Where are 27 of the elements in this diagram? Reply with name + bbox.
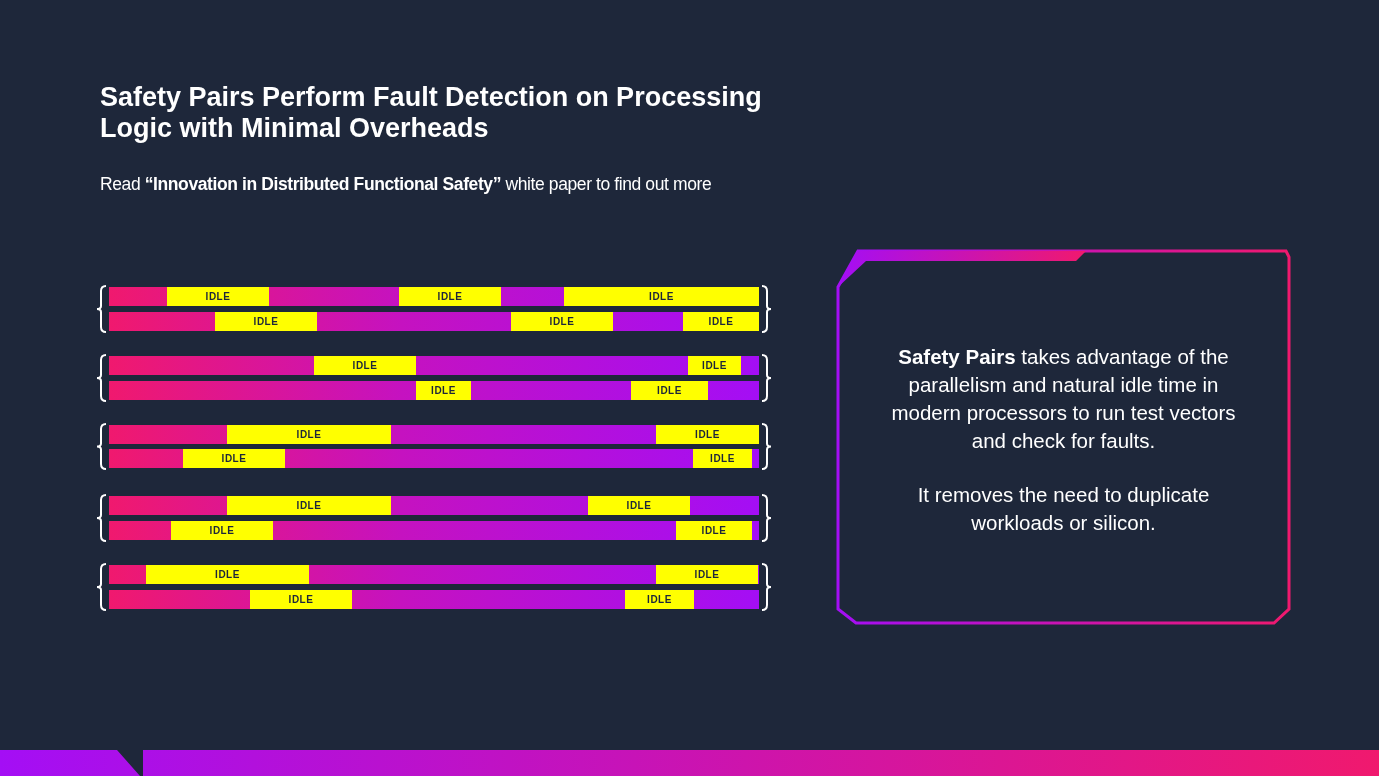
slide-title: Safety Pairs Perform Fault Detection on Processing Logic with Minimal Overheads bbox=[100, 82, 763, 144]
idle-segment: IDLE bbox=[227, 425, 391, 444]
idle-segment: IDLE bbox=[183, 449, 285, 468]
idle-segment: IDLE bbox=[693, 449, 752, 468]
idle-segment: IDLE bbox=[656, 565, 758, 584]
subtitle: Read “Innovation in Distributed Functional Safety” white paper to find out more bbox=[100, 174, 712, 195]
idle-segment: IDLE bbox=[314, 356, 416, 375]
idle-segment: IDLE bbox=[625, 590, 694, 609]
idle-segment: IDLE bbox=[399, 287, 501, 306]
idle-segment: IDLE bbox=[588, 496, 690, 515]
idle-segment: IDLE bbox=[250, 590, 352, 609]
panel-text: Safety Pairs takes advantage of the parallelism and natural idle time in modern processors to run test vectors and check for faults. bbox=[890, 344, 1237, 454]
idle-segment: IDLE bbox=[171, 521, 273, 540]
idle-segment: IDLE bbox=[511, 312, 613, 331]
idle-segment: IDLE bbox=[676, 521, 752, 540]
idle-segment: IDLE bbox=[146, 565, 309, 584]
text-panel bbox=[836, 249, 1291, 625]
idle-segment: IDLE bbox=[167, 287, 269, 306]
idle-segment: IDLE bbox=[564, 287, 759, 306]
idle-segment: IDLE bbox=[227, 496, 391, 515]
idle-segment: IDLE bbox=[215, 312, 317, 331]
idle-segment: IDLE bbox=[416, 381, 471, 400]
idle-segment: IDLE bbox=[656, 425, 759, 444]
idle-segment: IDLE bbox=[688, 356, 741, 375]
panel-text: It removes the need to duplicate workloads or silicon. bbox=[916, 482, 1211, 536]
idle-segment: IDLE bbox=[683, 312, 759, 331]
idle-segment: IDLE bbox=[631, 381, 708, 400]
